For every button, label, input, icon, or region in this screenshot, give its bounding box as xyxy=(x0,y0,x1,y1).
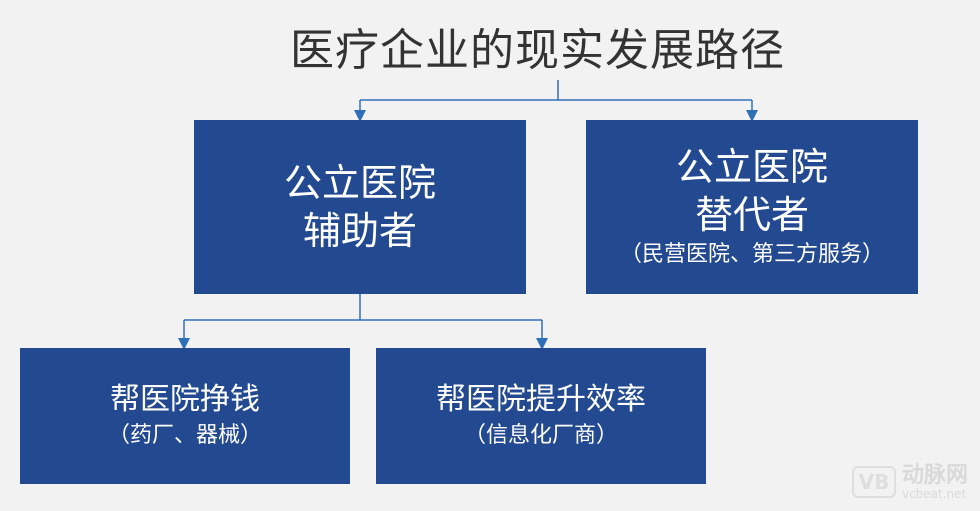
node-efficiency-note: （信息化厂商） xyxy=(463,423,618,448)
node-replacer: 公立医院 替代者 （民营医院、第三方服务） xyxy=(586,120,918,294)
node-assistant-line2: 辅助者 xyxy=(302,209,417,253)
node-replacer-note: （民营医院、第三方服务） xyxy=(619,242,884,267)
watermark: VB 动脉网 vcbeat.net xyxy=(851,462,968,501)
node-assistant: 公立医院 辅助者 xyxy=(194,120,526,294)
node-replacer-line2: 替代者 xyxy=(694,193,809,237)
watermark-cn: 动脉网 xyxy=(901,462,968,488)
node-earn-label: 帮医院挣钱 xyxy=(110,382,260,417)
node-efficiency: 帮医院提升效率 （信息化厂商） xyxy=(376,348,706,484)
diagram-title: 医疗企业的现实发展路径 xyxy=(290,25,785,76)
node-efficiency-label: 帮医院提升效率 xyxy=(436,382,646,417)
node-replacer-line1: 公立医院 xyxy=(675,145,828,189)
vb-logo-icon: VB xyxy=(851,466,896,499)
node-earn-note: （药厂、器械） xyxy=(107,423,262,448)
node-earn: 帮医院挣钱 （药厂、器械） xyxy=(20,348,350,484)
watermark-url: vcbeat.net xyxy=(901,486,967,501)
node-assistant-line1: 公立医院 xyxy=(283,161,436,205)
